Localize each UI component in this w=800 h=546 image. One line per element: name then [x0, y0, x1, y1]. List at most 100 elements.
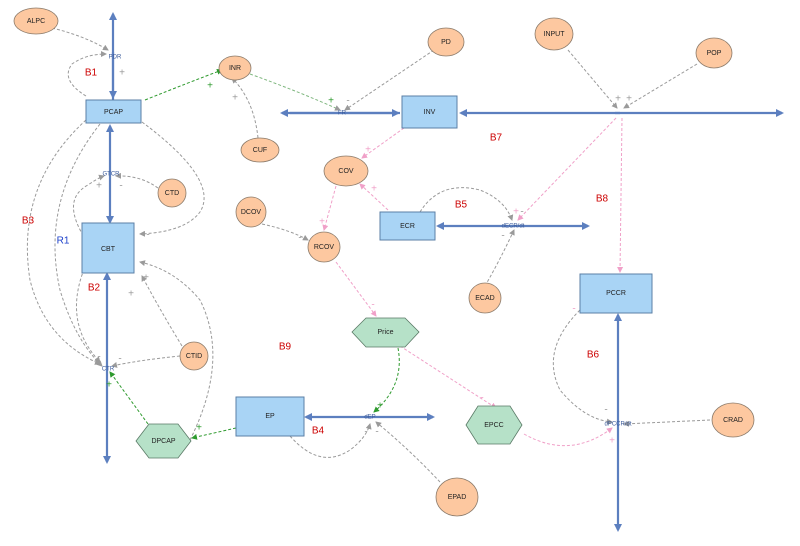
loop-label-r1: R1: [57, 236, 70, 247]
aux-crad-label: CRAD: [723, 417, 743, 424]
polarity-plus: +: [119, 68, 125, 79]
aux-pd-label: PD: [441, 39, 451, 46]
link-dpcap-ctr: [109, 371, 149, 425]
polarity-minus: -: [298, 233, 301, 244]
aux-ctid[interactable]: CTID: [179, 341, 209, 371]
flow-label-ctr[interactable]: CTR: [102, 367, 115, 373]
hex-dpcap-label: DPCAP: [151, 438, 175, 445]
link-pcap-ctr-mid: [54, 123, 103, 367]
stock-cbt[interactable]: CBT: [81, 222, 135, 274]
link-inv-flow-decr: [517, 117, 617, 221]
flow-label-dpccr[interactable]: dPCCR/dt: [604, 422, 631, 428]
stock-pcap[interactable]: PCAP: [85, 99, 142, 124]
polarity-minus: -: [604, 405, 607, 416]
polarity-minus: -: [118, 354, 121, 365]
loop-label-b5: B5: [455, 200, 468, 211]
link-inv-flow-pccr: [617, 117, 624, 273]
stock-pcap-label: PCAP: [104, 109, 123, 116]
polarity-plus: +: [232, 93, 238, 104]
link-ctid-ctr: [111, 355, 181, 368]
link-pcap-cbt: [139, 121, 205, 237]
aux-alpc[interactable]: ALPC: [13, 7, 59, 35]
polarity-minus: -: [371, 300, 374, 311]
stock-pccr[interactable]: PCCR: [579, 273, 653, 314]
flow-label-pdr[interactable]: PDR: [109, 55, 122, 61]
hex-dpcap[interactable]: DPCAP: [135, 423, 192, 459]
polarity-plus: +: [371, 184, 377, 195]
links-green: [109, 68, 400, 440]
link-alpc-pdr: [51, 27, 109, 51]
aux-epad[interactable]: EPAD: [435, 477, 479, 517]
stock-ep-label: EP: [265, 413, 275, 420]
aux-dcov[interactable]: DCOV: [235, 196, 267, 228]
loop-label-b8: B8: [596, 194, 609, 205]
polarity-plus: +: [626, 94, 632, 105]
aux-alpc-label: ALPC: [27, 18, 45, 25]
link-ecr-cov: [359, 183, 389, 211]
aux-pop[interactable]: POP: [695, 37, 733, 69]
link-ctd-gtcr: [115, 172, 159, 189]
link-rcov-price: [335, 261, 377, 317]
aux-ctid-label: CTID: [186, 353, 202, 360]
link-dcov-rcov: [261, 223, 309, 241]
link-epad-dep: [375, 421, 441, 483]
hex-nodes: Price DPCAP EPCC: [135, 317, 523, 459]
hex-epcc[interactable]: EPCC: [465, 405, 523, 445]
flow-label-dep[interactable]: dEP: [364, 415, 375, 421]
flow-label-gtcr[interactable]: GTCR: [103, 172, 121, 178]
link-pd-fr: [344, 49, 435, 111]
hex-price-label: Price: [378, 329, 394, 336]
polarity-minus: -: [97, 352, 100, 363]
loop-label-b4: B4: [312, 426, 325, 437]
polarity-minus: -: [346, 96, 349, 107]
hex-price[interactable]: Price: [351, 317, 420, 348]
aux-pop-label: POP: [707, 50, 722, 57]
polarity-plus: +: [609, 436, 615, 447]
aux-cov[interactable]: COV: [323, 155, 369, 187]
link-pcap-pdr-loop: [67, 51, 107, 97]
auxiliaries: ALPC INR CUF PD INPUT POP COV CTD: [13, 7, 755, 517]
polarity-marks: + + + + - + + + - - + + + - + - - + + - …: [96, 68, 632, 447]
aux-ecad-label: ECAD: [475, 295, 494, 302]
link-price-dep: [373, 347, 400, 413]
polarity-minus: -: [501, 231, 504, 242]
stock-ecr[interactable]: ECR: [379, 211, 436, 241]
links-gray: [26, 27, 711, 483]
aux-crad[interactable]: CRAD: [711, 402, 755, 438]
polarity-plus: +: [615, 94, 621, 105]
aux-ctd-label: CTD: [165, 190, 179, 197]
aux-ctd[interactable]: CTD: [157, 178, 187, 208]
polarity-plus: +: [328, 96, 334, 107]
aux-input[interactable]: INPUT: [534, 17, 574, 51]
stock-inv[interactable]: INV: [401, 95, 458, 129]
aux-rcov-label: RCOV: [314, 244, 335, 251]
polarity-plus: +: [513, 207, 519, 218]
aux-cov-label: COV: [338, 168, 354, 175]
stock-pccr-label: PCCR: [606, 290, 626, 297]
polarity-minus: -: [375, 427, 378, 438]
stock-ep[interactable]: EP: [235, 396, 305, 437]
aux-inr-label: INR: [229, 65, 241, 72]
polarity-plus: +: [143, 273, 149, 284]
aux-pd[interactable]: PD: [427, 27, 465, 57]
polarity-plus: +: [196, 423, 202, 434]
aux-ecad[interactable]: ECAD: [468, 282, 502, 314]
links-pink: [322, 117, 624, 447]
flow-label-fr[interactable]: FR: [338, 111, 347, 117]
aux-inr[interactable]: INR: [218, 55, 252, 81]
link-ecad-decr: [484, 229, 515, 287]
polarity-minus: -: [572, 304, 575, 315]
loop-labels: B1 B3 R1 B2 B7 B5 B8 B9 B6 B4: [22, 68, 609, 437]
hex-epcc-label: EPCC: [484, 422, 503, 429]
link-cuf-inr: [231, 77, 259, 139]
aux-cuf[interactable]: CUF: [240, 137, 280, 163]
flow-label-decr[interactable]: dECR/dt: [502, 224, 525, 230]
link-cov-rcov: [322, 185, 337, 231]
loop-label-b2: B2: [88, 283, 101, 294]
polarity-plus: +: [365, 145, 371, 156]
polarity-plus: +: [319, 217, 325, 228]
aux-rcov[interactable]: RCOV: [307, 231, 341, 263]
link-input-inv-flow: [567, 49, 618, 109]
stock-ecr-label: ECR: [400, 223, 415, 230]
